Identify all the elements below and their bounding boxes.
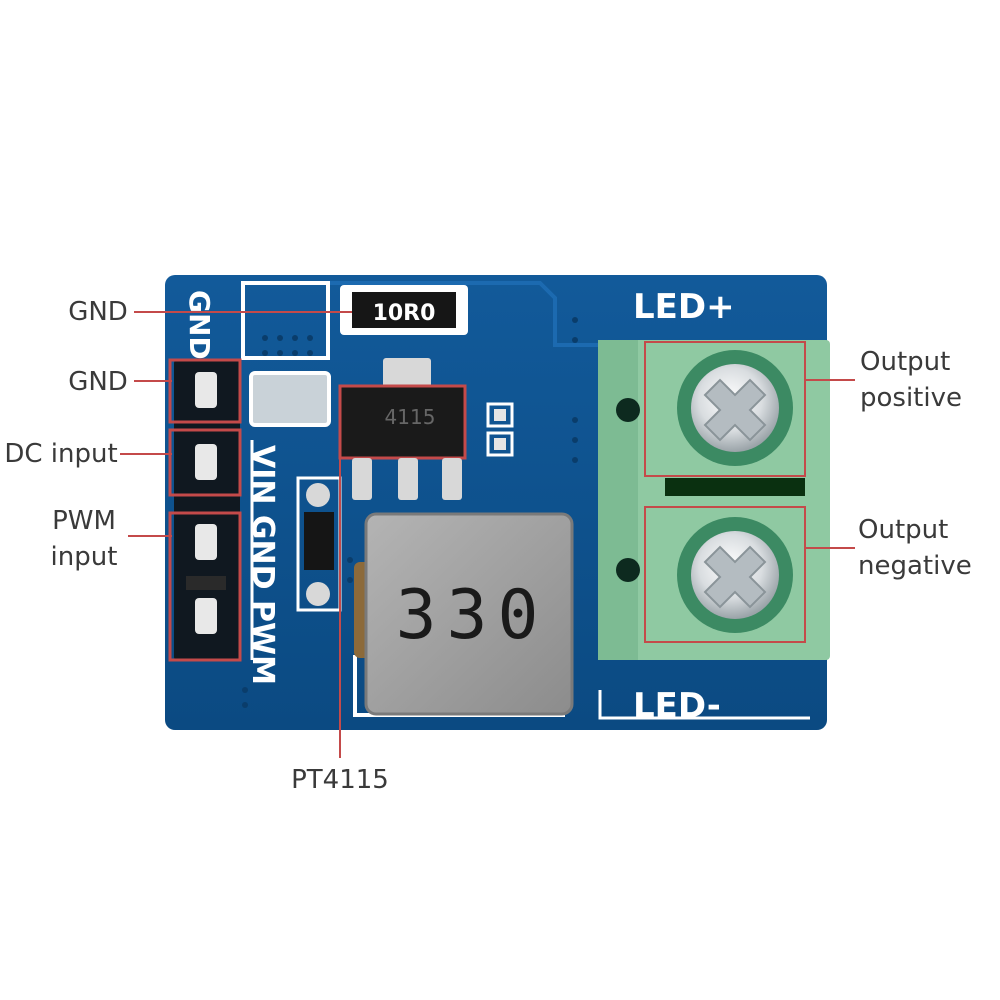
inductor: 330	[354, 512, 574, 716]
callout-output-positive-line2: positive	[860, 383, 962, 413]
silk-led-plus: LED+	[633, 287, 735, 327]
ic-pt4115: 4115	[338, 358, 467, 500]
callout-output-positive-line1: Output	[860, 347, 951, 377]
callout-lines	[120, 311, 855, 758]
pin-header	[168, 358, 242, 662]
callout-pwm-line1: PWM	[52, 506, 116, 536]
callout-pt4115: PT4115	[291, 765, 389, 795]
screw-positive	[677, 350, 793, 466]
silk-gnd: GND	[183, 290, 216, 360]
screw-terminal	[598, 340, 830, 660]
silk-vin-gnd-pwm: VIN GND PWM	[245, 445, 280, 685]
callout-gnd-top: GND	[68, 297, 128, 327]
callout-gnd: GND	[68, 367, 128, 397]
silk-led-minus: LED-	[633, 686, 721, 726]
screw-negative	[677, 517, 793, 633]
inductor-marking: 330	[396, 576, 549, 655]
resistor-marking: 10R0	[373, 301, 436, 326]
resistor: 10R0	[340, 285, 468, 335]
callout-dc-input: DC input	[4, 439, 118, 469]
callout-pwm-line2: input	[50, 542, 118, 572]
callout-pwm-input: PWM input	[34, 503, 134, 575]
diode	[296, 476, 342, 612]
callout-output-positive: Output positive	[860, 344, 1000, 416]
ic-marking: 4115	[385, 405, 436, 429]
callout-output-negative-line2: negative	[858, 551, 972, 581]
small-capacitor	[486, 402, 514, 457]
callout-output-negative-line1: Output	[858, 515, 949, 545]
callout-output-negative: Output negative	[858, 512, 998, 584]
